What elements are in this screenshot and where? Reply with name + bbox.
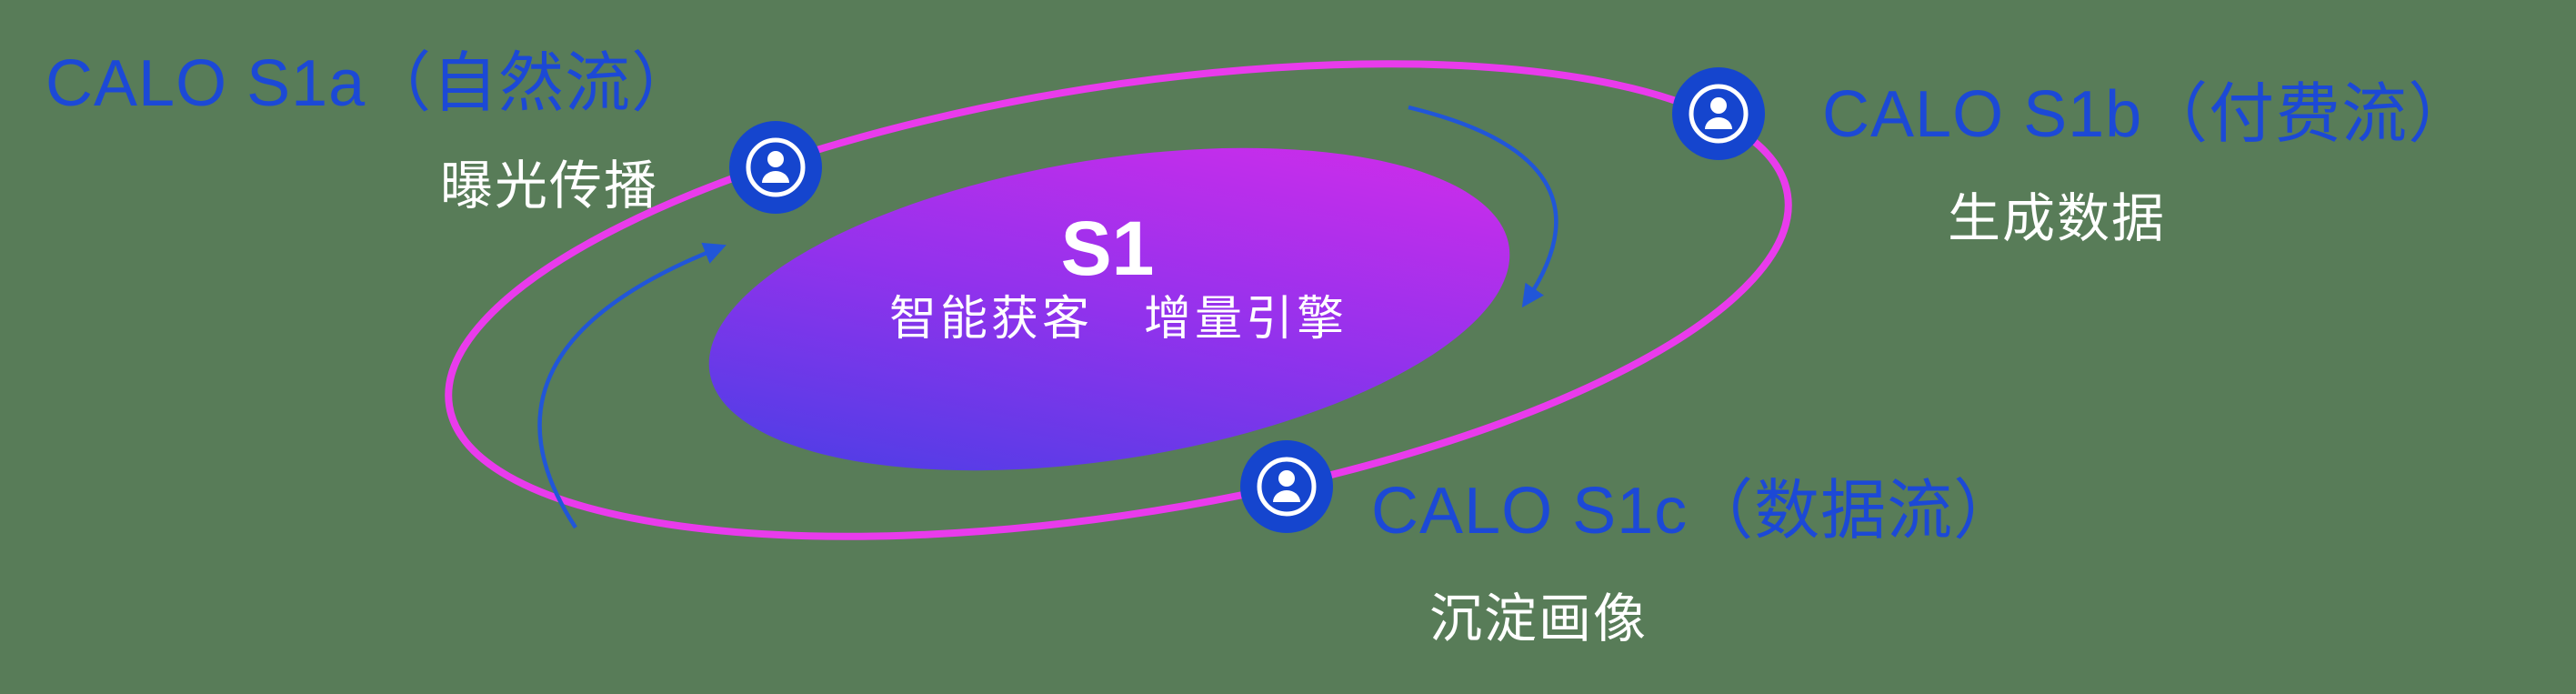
user-head [1710, 97, 1727, 114]
label-s1b-title: CALO S1b（付费流） [1822, 78, 2475, 151]
label-s1c-title: CALO S1c（数据流） [1371, 475, 2020, 548]
core-subtitle: 智能获客 增量引擎 [888, 293, 1348, 346]
flow-arrow-left [537, 242, 727, 529]
user-head [1278, 470, 1295, 487]
user-icon-ring [1689, 84, 1749, 144]
user-badge-icon [746, 137, 806, 197]
core-title: S1 [1060, 206, 1155, 291]
core-ellipse [708, 147, 1510, 471]
orbit-ring [445, 60, 1792, 540]
label-s1a-subtitle: 曝光传播 [440, 156, 659, 216]
node-s1c [1240, 440, 1333, 533]
user-head [767, 151, 784, 167]
node-s1a [729, 121, 822, 214]
label-s1a-title: CALO S1a（自然流） [45, 47, 698, 120]
user-icon-ring [1257, 457, 1317, 517]
user-badge-icon [1689, 84, 1749, 144]
node-s1b [1672, 67, 1765, 160]
user-shoulders [1705, 117, 1732, 129]
flow-arrow-right [1408, 105, 1559, 308]
user-shoulders [1273, 490, 1300, 502]
user-icon-ring [746, 137, 806, 197]
user-badge-icon [1257, 457, 1317, 517]
user-shoulders [762, 171, 789, 183]
label-s1b-subtitle: 生成数据 [1948, 189, 2167, 248]
label-s1c-subtitle: 沉淀画像 [1429, 589, 1649, 649]
